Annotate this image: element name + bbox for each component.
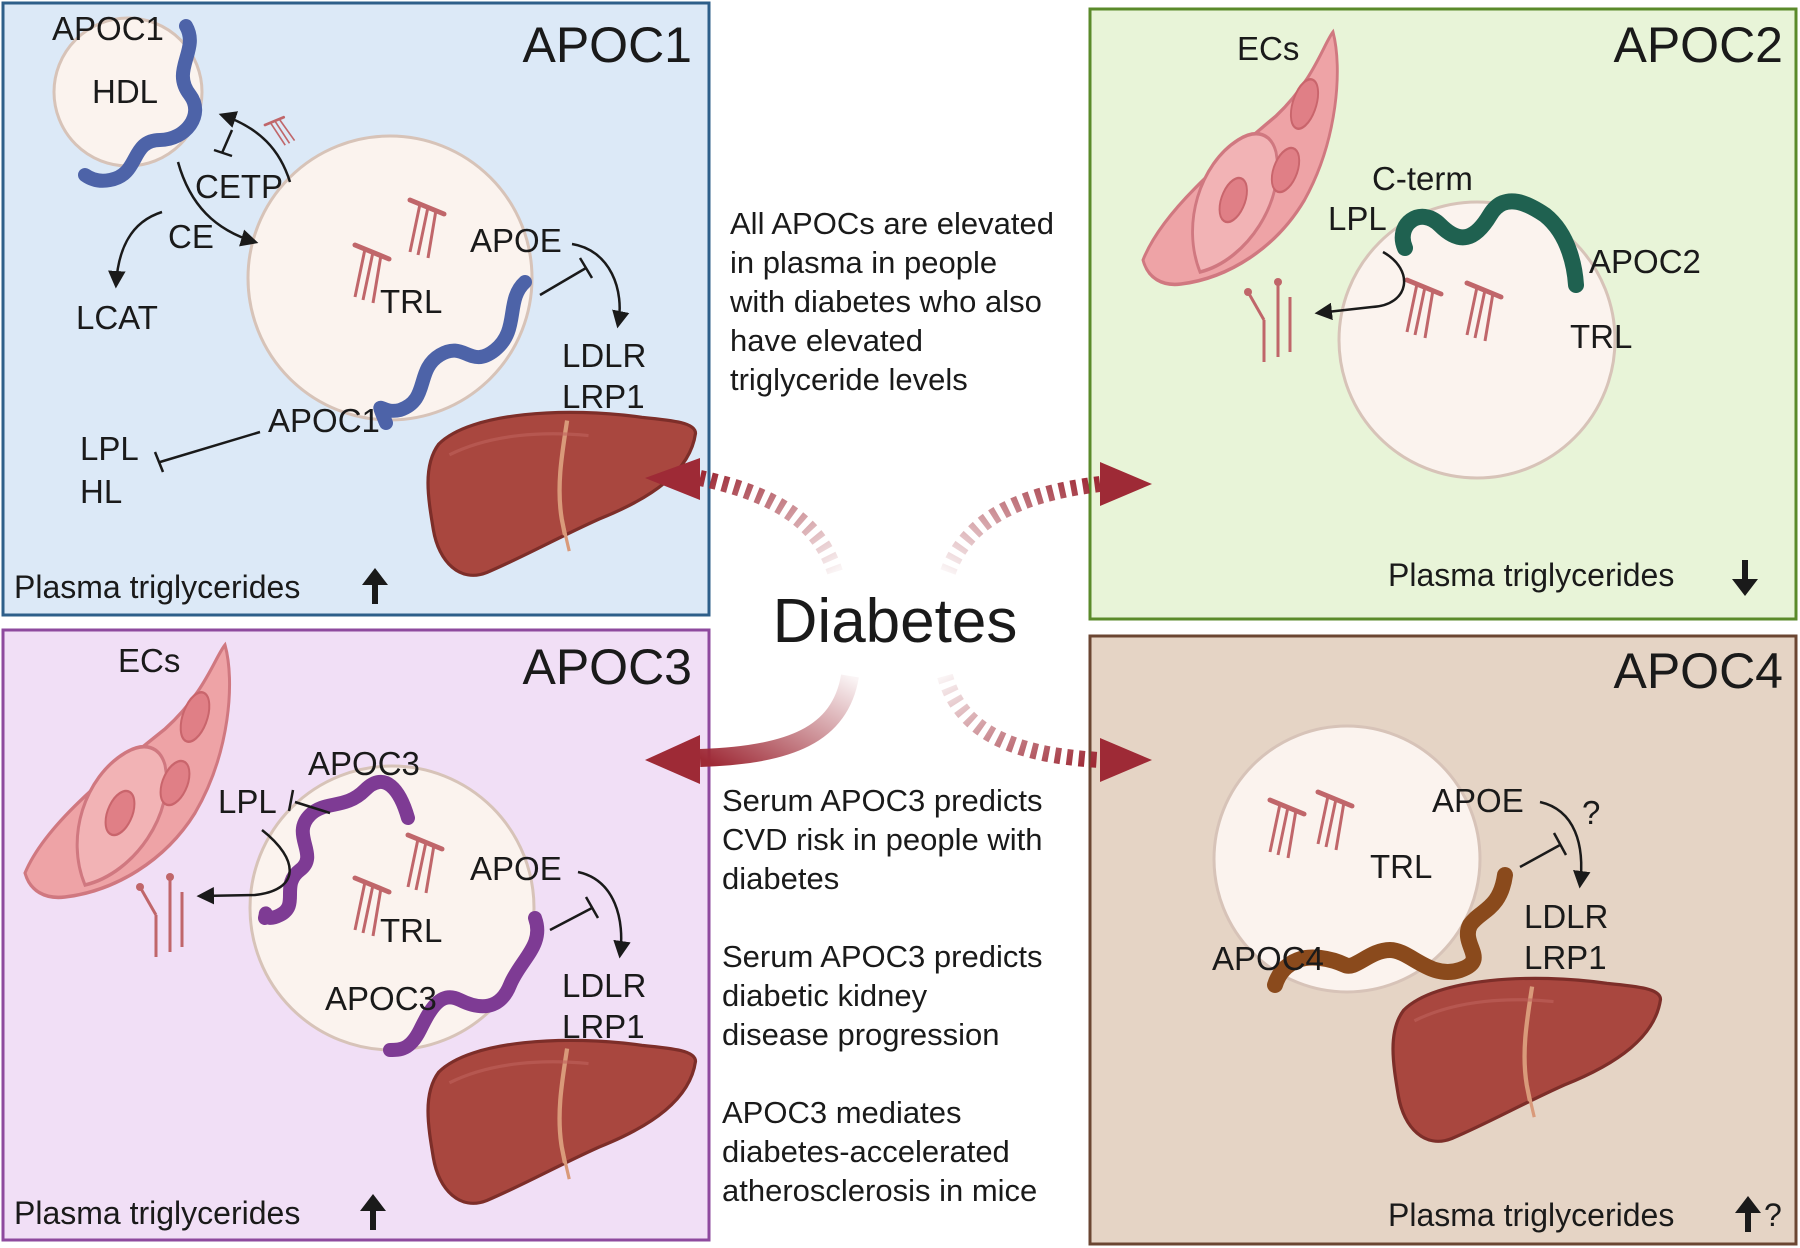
center-top-line-2: in plasma in people (730, 245, 997, 280)
apoc3-lpl-inhibition (287, 789, 331, 815)
trend-up-icon (1735, 1196, 1761, 1232)
note-1-line-2: CVD risk in people with (722, 822, 1042, 857)
label-trl: TRL (380, 912, 442, 949)
arrow-to-apoc2 (940, 462, 1152, 575)
label-trl: TRL (380, 283, 442, 320)
panel-apoc4-footer: Plasma triglycerides (1388, 1197, 1674, 1233)
panel-apoc3-footer: Plasma triglycerides (14, 1195, 300, 1231)
lipolysis-arrow (1314, 250, 1406, 321)
apoe-inhibition (539, 257, 594, 297)
apoc4-protein (1267, 867, 1513, 993)
apoe-inhibition (549, 896, 600, 932)
panel-apoc2-footer: Plasma triglycerides (1388, 557, 1674, 593)
panel-apoc1-title: APOC1 (522, 17, 692, 73)
note-3-line-3: atherosclerosis in mice (722, 1173, 1037, 1208)
trend-down-icon (1732, 560, 1758, 596)
label-cetp: CETP (195, 168, 283, 205)
apoe-receptor-arrow (1539, 800, 1591, 889)
label-apoc1-mid: APOC1 (268, 402, 380, 439)
apoc2-protein (1394, 193, 1584, 293)
label-lpl: LPL (80, 430, 139, 467)
label-apoc3-bottom: APOC3 (325, 980, 437, 1017)
apoe-receptor-arrow (577, 870, 631, 959)
label-apoc2: APOC2 (1589, 243, 1701, 280)
label-trl: TRL (1370, 848, 1432, 885)
center-top-line-1: All APOCs are elevated (730, 206, 1054, 241)
apoe-inhibition (1519, 832, 1568, 869)
note-3-line-2: diabetes-accelerated (722, 1134, 1010, 1169)
apoc3-protein-top (258, 774, 415, 925)
panel-apoc2: APOC2 ECs C-term LPL APOC2 TRL Plasma tr… (1088, 7, 1798, 621)
panel-apoc1: APOC1 APOC1 HDL CETP CE LCAT TRL APOE LD… (1, 1, 711, 617)
cetp-inhibition (213, 129, 234, 158)
cetp-arrow (218, 111, 292, 183)
label-lpl: LPL (1328, 200, 1387, 237)
note-3-line-1: APOC3 mediates (722, 1095, 962, 1130)
label-ldlr: LDLR (562, 337, 646, 374)
note-1-line-3: diabetes (722, 861, 839, 896)
label-ce: CE (168, 218, 214, 255)
label-ldlr: LDLR (1524, 898, 1608, 935)
note-2-line-3: disease progression (722, 1017, 999, 1052)
arrow-to-apoc3 (645, 674, 859, 784)
ce-transfer-arrow (176, 161, 259, 247)
lpl-hl-inhibition (153, 430, 261, 473)
center-top-line-4: have elevated (730, 323, 923, 358)
panel-apoc1-footer: Plasma triglycerides (14, 569, 300, 605)
label-apoc3-top: APOC3 (308, 745, 420, 782)
arrow-to-apoc1 (645, 458, 843, 575)
label-trl: TRL (1570, 318, 1632, 355)
panel-apoc3: APOC3 ECs APOC3 LPL APOE TRL APOC3 LDLR … (1, 628, 711, 1242)
label-ecs: ECs (118, 642, 180, 679)
panel-apoc3-title: APOC3 (522, 639, 692, 695)
label-apoe: APOE (470, 850, 562, 887)
trend-up-icon (360, 1194, 386, 1230)
label-apoe: APOE (1432, 782, 1524, 819)
trl-particle (1212, 724, 1482, 994)
label-hdl: HDL (92, 73, 158, 110)
note-2-line-1: Serum APOC3 predicts (722, 939, 1042, 974)
panel-apoc4-title: APOC4 (1613, 643, 1783, 699)
apoe-receptor-arrow (571, 242, 630, 329)
label-question: ? (1582, 794, 1600, 831)
label-ldlr: LDLR (562, 967, 646, 1004)
label-cterm: C-term (1372, 160, 1473, 197)
apoc1-protein-hdl (78, 19, 203, 188)
label-lcat: LCAT (76, 299, 158, 336)
label-ecs: ECs (1237, 30, 1299, 67)
label-lrp1: LRP1 (562, 378, 645, 415)
label-apoc1-top: APOC1 (52, 10, 164, 47)
lcat-arrow (108, 210, 163, 289)
center-column: All APOCs are elevated in plasma in peop… (722, 206, 1054, 1208)
lipolysis-arrow (196, 829, 291, 905)
label-hl: HL (80, 473, 122, 510)
apoc1-protein-trl (373, 275, 532, 430)
label-lrp1: LRP1 (562, 1008, 645, 1045)
trl-particle (246, 134, 534, 422)
label-apoe: APOE (470, 222, 562, 259)
center-top-line-5: triglyceride levels (730, 362, 968, 397)
trend-question-mark: ? (1764, 1197, 1782, 1233)
apoc3-protein-bottom (383, 911, 545, 1057)
center-top-line-3: with diabetes who also (729, 284, 1042, 319)
note-1-line-1: Serum APOC3 predicts (722, 783, 1042, 818)
panel-apoc2-title: APOC2 (1613, 17, 1783, 73)
arrow-to-apoc4 (937, 673, 1152, 782)
trl-particle (1337, 200, 1617, 480)
panel-apoc4: APOC4 APOE ? TRL LDLR LRP1 APOC4 Plasma … (1088, 634, 1798, 1246)
diabetes-title: Diabetes (773, 587, 1018, 656)
trend-up-icon (362, 568, 388, 604)
label-lrp1: LRP1 (1524, 939, 1607, 976)
note-2-line-2: diabetic kidney (722, 978, 928, 1013)
label-lpl: LPL (218, 783, 277, 820)
label-apoc4: APOC4 (1212, 940, 1324, 977)
